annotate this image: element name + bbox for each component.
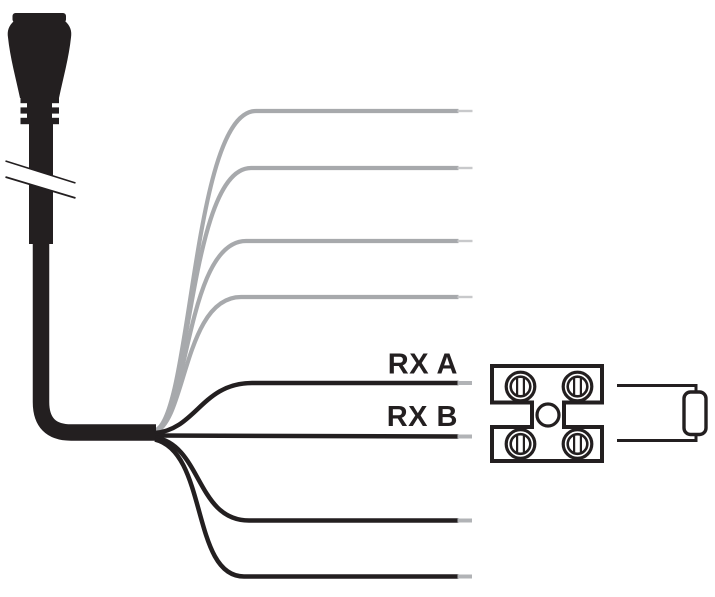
plug-strain-relief bbox=[20, 96, 59, 125]
screw-terminal-bottom-right bbox=[561, 428, 594, 460]
rx-a-label: RX A bbox=[388, 349, 458, 381]
unused-wires-group bbox=[153, 108, 473, 434]
black-wires-group bbox=[154, 380, 472, 579]
plug-cap bbox=[12, 13, 66, 23]
black-wire-3 bbox=[154, 435, 459, 523]
gray-wire-4 bbox=[153, 294, 459, 434]
screw-terminal-top-left bbox=[504, 370, 537, 403]
termination-resistor bbox=[617, 384, 708, 442]
screw-terminal-bottom-left bbox=[504, 428, 537, 460]
terminator-lead-bottom bbox=[617, 433, 698, 442]
connector-plug bbox=[7, 13, 72, 244]
terminator-lead-top bbox=[617, 384, 698, 394]
screw-terminal-top-right bbox=[561, 370, 594, 403]
main-cable bbox=[32, 240, 156, 441]
terminal-block bbox=[490, 364, 604, 463]
plug-body bbox=[7, 21, 72, 98]
resistor-body bbox=[682, 390, 708, 437]
black-wire-4 bbox=[154, 437, 459, 579]
cable-break-icon bbox=[5, 160, 76, 199]
mounting-hole bbox=[535, 402, 561, 428]
rx-b-wire bbox=[154, 433, 459, 439]
rx-a-wire bbox=[154, 380, 459, 436]
rx-b-label: RX B bbox=[387, 401, 458, 433]
